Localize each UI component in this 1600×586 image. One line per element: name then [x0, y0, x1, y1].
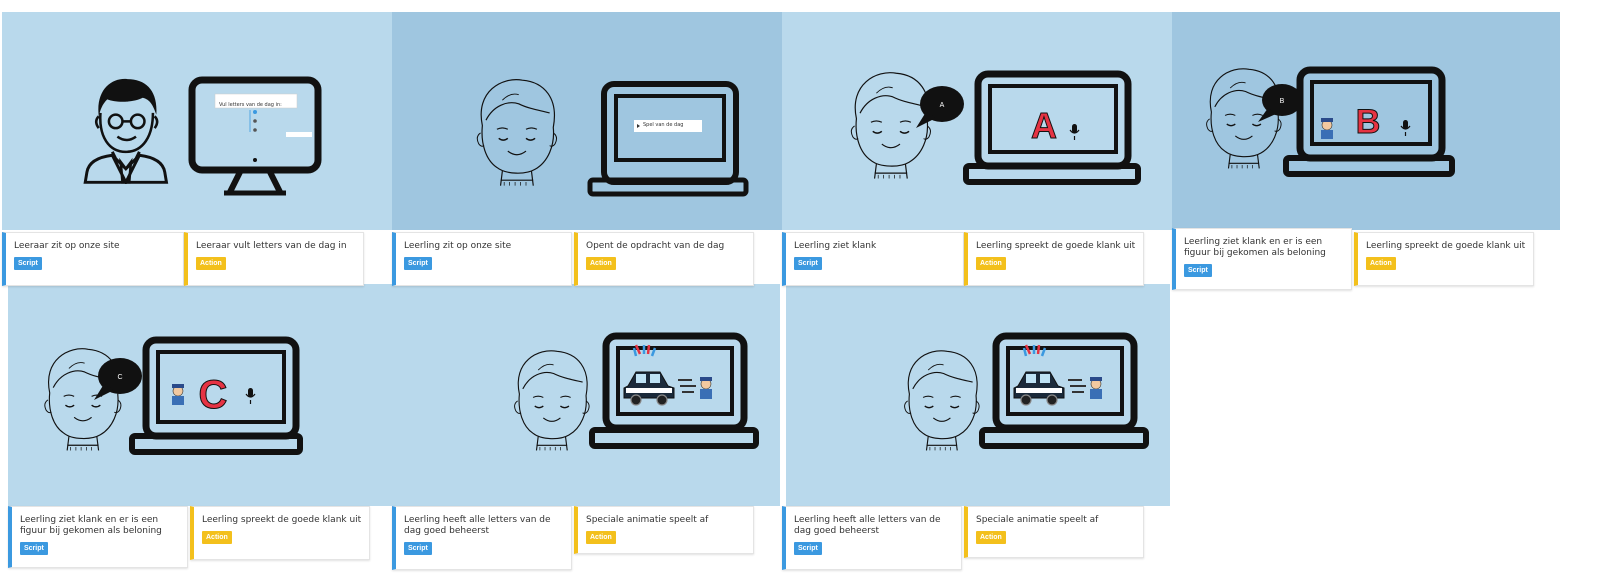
action-badge: Action	[976, 531, 1006, 544]
card-text: Leeraar vult letters van de dag in	[196, 241, 347, 251]
action-card[interactable]: Leerling spreekt de goede klank uit Acti…	[190, 506, 370, 560]
card-text: Leerling ziet klank en er is een figuur …	[1184, 237, 1326, 258]
script-card[interactable]: Leeraar zit op onze site Script	[2, 232, 184, 286]
storyboard-panel-3: A A	[782, 12, 1172, 230]
storyboard-panel-2: Spel van de dag	[392, 12, 782, 230]
panel-7-illustration	[786, 332, 1149, 506]
script-badge: Script	[1184, 264, 1212, 277]
police-officer-icon	[700, 377, 712, 399]
laptop-icon	[589, 332, 759, 449]
laptop-icon	[963, 70, 1141, 185]
card-text: Leerling zit op onze site	[404, 241, 512, 251]
storyboard-panel-6	[396, 284, 780, 506]
action-badge: Action	[976, 257, 1006, 270]
script-badge: Script	[794, 257, 822, 270]
action-badge: Action	[196, 257, 226, 270]
speed-lines-icon	[1068, 379, 1086, 393]
card-text: Opent de opdracht van de dag	[586, 241, 725, 251]
script-card[interactable]: Leerling ziet klank Script	[782, 232, 964, 286]
script-badge: Script	[20, 542, 48, 555]
speed-lines-icon	[678, 379, 696, 393]
card-text: Leeraar zit op onze site	[14, 241, 120, 251]
panel-3-illustration: A A	[782, 70, 1141, 185]
bubble-letter: A	[940, 102, 945, 109]
storyboard-panel-5: C C	[8, 284, 396, 506]
speech-bubble-icon	[916, 86, 964, 128]
laptop-icon	[979, 332, 1149, 449]
action-card[interactable]: Leeraar vult letters van de dag in Actio…	[184, 232, 364, 286]
action-badge: Action	[202, 531, 232, 544]
action-card[interactable]: Opent de opdracht van de dag Action	[574, 232, 754, 286]
script-badge: Script	[14, 257, 42, 270]
script-card[interactable]: Leerling heeft alle letters van de dag g…	[782, 506, 962, 570]
card-text: Speciale animatie speelt af	[586, 515, 709, 525]
bubble-letter: B	[1280, 98, 1285, 105]
panel-2-illustration	[392, 12, 749, 197]
desktop-monitor-icon	[188, 76, 322, 196]
script-card[interactable]: Leerling heeft alle letters van de dag g…	[392, 506, 572, 570]
speech-bubble-icon	[1258, 84, 1302, 122]
action-card[interactable]: Leerling spreekt de goede klank uit Acti…	[964, 232, 1144, 286]
police-officer-icon	[172, 384, 184, 405]
script-badge: Script	[794, 542, 822, 555]
laptop-icon	[587, 81, 749, 197]
screen-letter: A	[1031, 105, 1057, 146]
card-text: Leerling heeft alle letters van de dag g…	[794, 515, 941, 536]
screen-letter: C	[199, 373, 228, 417]
action-card[interactable]: Speciale animatie speelt af Action	[964, 506, 1144, 558]
script-card[interactable]: Leerling ziet klank en er is een figuur …	[1172, 228, 1352, 290]
card-text: Leerling ziet klank en er is een figuur …	[20, 515, 162, 536]
storyboard-panel-1: Vul letters van de dag in:	[2, 12, 392, 230]
monitor-screen-prompt: Vul letters van de dag in:	[219, 102, 282, 108]
action-card[interactable]: Leerling spreekt de goede klank uit Acti…	[1354, 232, 1534, 286]
police-officer-icon	[1090, 377, 1102, 399]
police-car-icon	[623, 344, 675, 406]
script-badge: Script	[404, 542, 432, 555]
storyboard-panel-7	[786, 284, 1170, 506]
laptop-icon	[129, 336, 303, 455]
student-illustration	[477, 80, 556, 186]
student-illustration	[1207, 69, 1282, 169]
student-illustration	[515, 351, 590, 451]
action-badge: Action	[1366, 257, 1396, 270]
card-text: Leerling heeft alle letters van de dag g…	[404, 515, 551, 536]
microphone-icon	[1400, 120, 1411, 136]
script-card[interactable]: Leerling zit op onze site Script	[392, 232, 572, 286]
speech-bubble-icon	[94, 358, 142, 400]
panel-4-illustration: B B	[1172, 66, 1455, 177]
action-card[interactable]: Speciale animatie speelt af Action	[574, 506, 754, 554]
bubble-letter: C	[117, 374, 122, 381]
game-of-the-day-button[interactable]: Spel van de dag	[643, 122, 684, 128]
screen-letter: B	[1356, 103, 1381, 141]
card-text: Leerling spreekt de goede klank uit	[202, 515, 362, 525]
card-text: Leerling spreekt de goede klank uit	[976, 241, 1136, 251]
teacher-illustration	[85, 79, 166, 182]
action-badge: Action	[586, 531, 616, 544]
card-text: Speciale animatie speelt af	[976, 515, 1099, 525]
script-badge: Script	[404, 257, 432, 270]
police-car-icon	[1013, 344, 1065, 406]
microphone-icon	[245, 388, 256, 404]
card-text: Leerling spreekt de goede klank uit	[1366, 241, 1526, 251]
laptop-icon	[1283, 66, 1455, 177]
microphone-icon	[1069, 124, 1080, 140]
storyboard-panel-4: B B	[1172, 12, 1560, 230]
panel-1-illustration	[2, 76, 322, 196]
script-card[interactable]: Leerling ziet klank en er is een figuur …	[8, 506, 188, 568]
action-badge: Action	[586, 257, 616, 270]
student-illustration	[905, 351, 980, 451]
police-officer-icon	[1321, 118, 1333, 139]
panel-5-illustration: C C	[8, 336, 303, 455]
card-text: Leerling ziet klank	[794, 241, 877, 251]
panel-6-illustration	[396, 332, 759, 506]
